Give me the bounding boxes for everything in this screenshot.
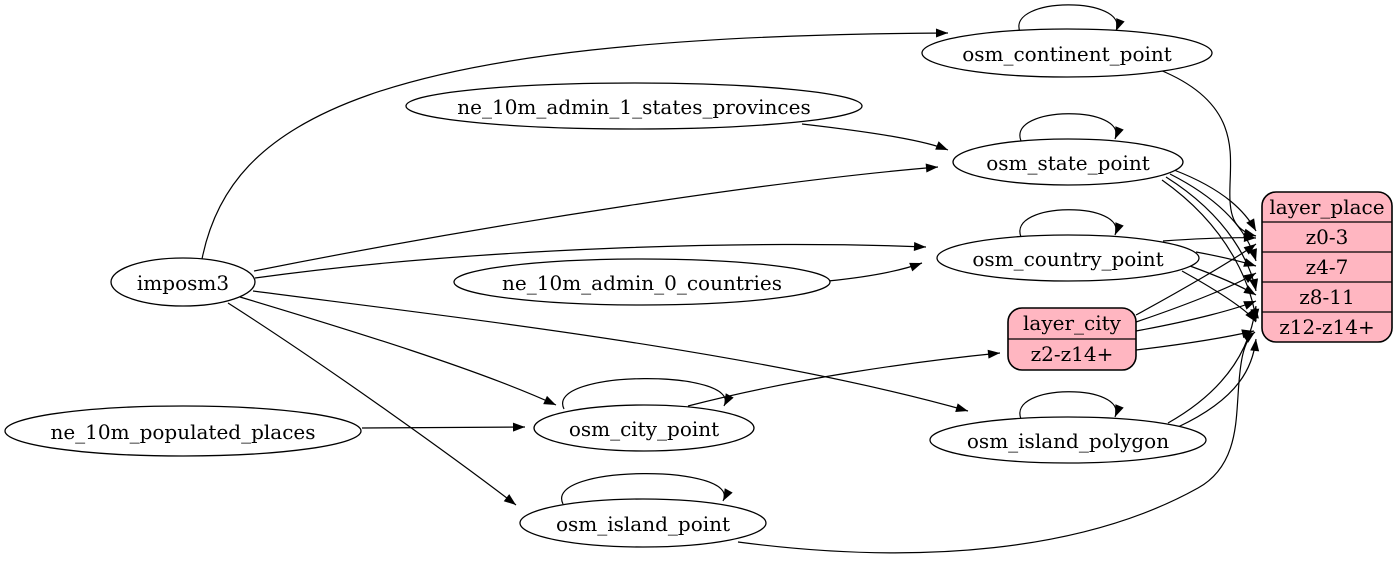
node-osm-continent-point: osm_continent_point: [921, 28, 1213, 78]
imposm3-ellipse: [110, 257, 256, 307]
osm-continent-point-label: osm_continent_point: [962, 42, 1172, 66]
self-loop-osm-island-polygon: [1019, 391, 1124, 420]
node-osm-island-point: osm_island_point: [519, 498, 767, 548]
ne-10m-admin-0-countries-ellipse: [453, 258, 831, 306]
self-loop-osm-city-point: [562, 378, 734, 410]
ne-10m-populated-places-label: ne_10m_populated_places: [50, 420, 315, 444]
edge-osm-city-point-layer-city-z2: [687, 349, 1001, 407]
osm-island-point-label: osm_island_point: [556, 512, 730, 536]
osm-island-point-ellipse: [519, 498, 767, 548]
layer-place-row-z0-3: z0-3: [1306, 225, 1349, 249]
layer-place-title: layer_place: [1269, 195, 1384, 219]
osm-island-polygon-ellipse: [929, 416, 1207, 464]
node-imposm3: imposm3: [110, 257, 256, 307]
edge-imposm3-osm-continent-point: [201, 28, 949, 260]
node-osm-city-point: osm_city_point: [533, 404, 755, 452]
edge-ne-10m-populated-places-osm-city-point: [361, 422, 526, 432]
record-layer-place: layer_place z0-3 z4-7 z8-11 z12-z14+: [1261, 191, 1393, 343]
imposm3-label: imposm3: [137, 271, 229, 295]
edge-osm-country-point-layer-place-z0-3: [1162, 232, 1257, 242]
ne-10m-admin-1-states-provinces-ellipse: [405, 82, 863, 130]
node-osm-island-polygon: osm_island_polygon: [929, 416, 1207, 464]
edge-layer-city-layer-place-z4-7: [1135, 272, 1257, 323]
self-loop-osm-country-point: [1019, 209, 1124, 238]
edge-layer-city-layer-place-z8-11: [1135, 300, 1257, 332]
osm-state-point-ellipse: [952, 138, 1184, 186]
node-osm-country-point: osm_country_point: [936, 234, 1200, 282]
edge-ne-10m-admin-0-countries-osm-country-point: [827, 262, 923, 282]
node-ne-10m-admin-0-countries: ne_10m_admin_0_countries: [453, 258, 831, 306]
node-ne-10m-populated-places: ne_10m_populated_places: [4, 405, 362, 457]
layer-city-row-z2-z14: z2-z14+: [1031, 342, 1114, 366]
osm-country-point-label: osm_country_point: [972, 247, 1163, 271]
layer-place-row-z8-11: z8-11: [1299, 285, 1354, 309]
ne-10m-admin-1-states-provinces-label: ne_10m_admin_1_states_provinces: [457, 95, 810, 119]
edges: [201, 4, 1260, 554]
record-layer-city: layer_city z2-z14+: [1007, 307, 1137, 371]
edge-osm-state-point-layer-place-z0-3: [1173, 169, 1257, 232]
edge-imposm3-osm-island-point: [227, 302, 517, 506]
osm-city-point-label: osm_city_point: [569, 417, 719, 441]
edge-osm-island-point-layer-place-z12-z14: [737, 331, 1256, 554]
ne-10m-admin-0-countries-label: ne_10m_admin_0_countries: [502, 271, 782, 295]
osm-city-point-ellipse: [533, 404, 755, 452]
edge-imposm3-osm-city-point: [239, 296, 557, 406]
node-ne-10m-admin-1-states-provinces: ne_10m_admin_1_states_provinces: [405, 82, 863, 130]
osm-island-polygon-label: osm_island_polygon: [967, 429, 1169, 453]
edge-osm-island-polygon-layer-place-z8-11: [1167, 305, 1259, 424]
edge-imposm3-osm-state-point: [253, 163, 939, 272]
node-osm-state-point: osm_state_point: [952, 138, 1184, 186]
self-loop-osm-continent-point: [1018, 4, 1125, 33]
osm-continent-point-ellipse: [921, 28, 1213, 78]
edge-layer-city-layer-place-z12-z14: [1135, 329, 1255, 351]
layer-place-row-z4-7: z4-7: [1306, 255, 1349, 279]
edge-osm-island-polygon-layer-place-z12-z14: [1177, 338, 1260, 428]
edge-ne-10m-admin-1-states-provinces-osm-state-point: [801, 123, 949, 151]
layer-place-box: [1261, 191, 1393, 343]
edge-osm-country-point-layer-place-z12-z14: [1181, 270, 1257, 323]
self-loop-osm-island-point: [561, 473, 733, 505]
layer-place-row-z12-z14: z12-z14+: [1279, 315, 1375, 339]
self-loop-osm-state-point: [1019, 113, 1124, 142]
edge-imposm3-osm-island-polygon: [252, 290, 969, 413]
osm-state-point-label: osm_state_point: [986, 151, 1150, 175]
ne-10m-populated-places-ellipse: [4, 405, 362, 457]
edge-imposm3-osm-country-point: [254, 241, 927, 279]
layer-city-title: layer_city: [1023, 311, 1122, 335]
osm-country-point-ellipse: [936, 234, 1200, 282]
edge-osm-country-point-layer-place-z4-7: [1195, 251, 1257, 267]
edge-osm-country-point-layer-place-z8-11: [1189, 265, 1257, 296]
edge-layer-city-layer-place-z0-3: [1135, 243, 1257, 316]
